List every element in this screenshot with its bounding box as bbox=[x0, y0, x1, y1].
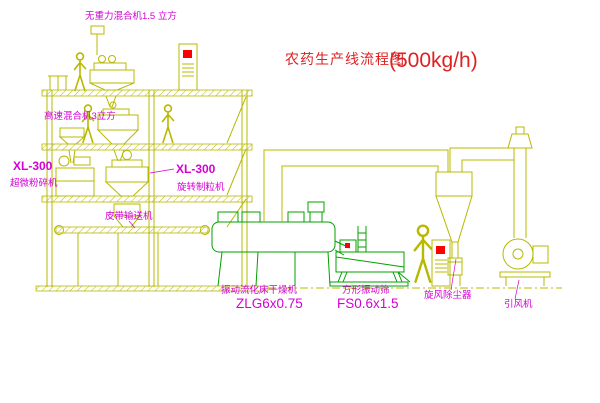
gravity-mixer-machine bbox=[89, 25, 135, 108]
label-fluid-bed-dryer: 振动流化床干燥机 bbox=[221, 284, 298, 296]
indicator-light bbox=[345, 243, 350, 248]
diagram-title: 农药生产线流程图 bbox=[285, 51, 405, 67]
stack-rain-cap bbox=[507, 133, 533, 149]
conveyor-pulley bbox=[200, 225, 210, 235]
conveyor-pulley bbox=[54, 225, 64, 235]
labels: 农药生产线流程图 (500kg/h) 无重力混合机1.5 立方 高速混合机3立方… bbox=[10, 10, 533, 311]
operator-top-floor bbox=[73, 52, 87, 92]
screen-feed-pipe bbox=[357, 226, 367, 252]
label-pulverizer-name: 超微粉碎机 bbox=[10, 177, 58, 189]
label-vibrating-screen: 方形振动筛 bbox=[342, 284, 390, 296]
diagram-title-capacity: (500kg/h) bbox=[389, 49, 478, 72]
granulator-machine bbox=[104, 150, 150, 228]
railing bbox=[48, 75, 68, 90]
label-gravity-mixer: 无重力混合机1.5 立方 bbox=[85, 10, 177, 22]
pulverizer-machine bbox=[55, 155, 95, 197]
feed-hopper bbox=[58, 127, 86, 164]
control-cabinet-top bbox=[178, 43, 198, 91]
stairs bbox=[226, 96, 247, 228]
label-fluid-bed-dryer-model: ZLG6x0.75 bbox=[236, 296, 303, 311]
outlet-duct-stack bbox=[449, 126, 533, 238]
screen-springs bbox=[337, 271, 403, 283]
label-induced-draft-fan: 引风机 bbox=[504, 298, 533, 310]
label-belt-conveyor: 皮带输送机 bbox=[105, 210, 153, 222]
indicator-light bbox=[183, 50, 192, 58]
label-granulator-model: XL-300 bbox=[176, 162, 216, 176]
induced-draft-fan-machine bbox=[499, 238, 551, 286]
indicator-light bbox=[436, 246, 445, 254]
high-speed-mixer-machine bbox=[96, 101, 140, 162]
operator-ground bbox=[413, 224, 433, 283]
belt-conveyor-machine bbox=[54, 225, 210, 286]
control-cabinet-right bbox=[431, 239, 451, 287]
label-vibrating-screen-model: FS0.6x1.5 bbox=[337, 296, 399, 311]
label-granulator-name: 旋转制粒机 bbox=[177, 181, 225, 193]
label-pulverizer-model: XL-300 bbox=[13, 159, 53, 173]
vibrating-screen-machine bbox=[329, 226, 411, 287]
fan-motor bbox=[532, 245, 549, 264]
platform-structure bbox=[35, 75, 562, 292]
fluid-bed-dryer-machine bbox=[211, 201, 351, 287]
dust-bin bbox=[447, 261, 463, 276]
exhaust-duct bbox=[263, 149, 449, 222]
label-high-speed-mixer: 高速混合机3立方 bbox=[44, 110, 116, 122]
label-cyclone: 旋风除尘器 bbox=[424, 289, 472, 301]
leader-lines bbox=[128, 168, 520, 300]
cyclone-machine bbox=[435, 171, 473, 286]
screen-discharge bbox=[397, 271, 411, 283]
operator-second-floor-right bbox=[161, 104, 175, 144]
